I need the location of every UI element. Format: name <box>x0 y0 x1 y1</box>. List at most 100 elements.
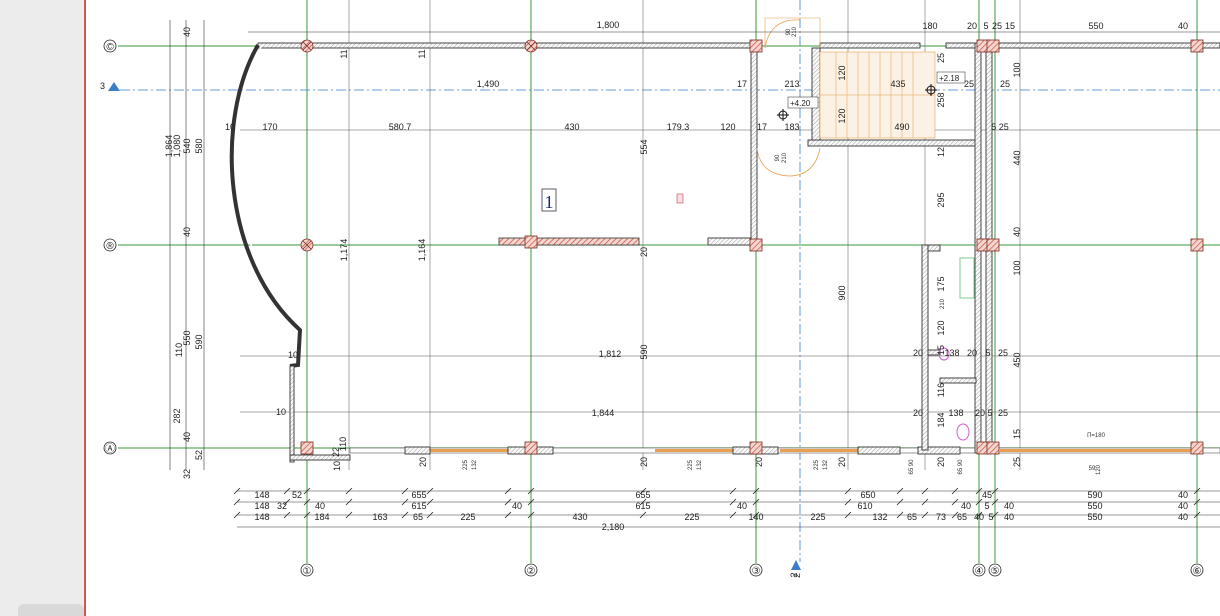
column-c2 <box>524 39 538 53</box>
dim-label: 40 <box>1178 501 1188 511</box>
svg-text:2: 2 <box>792 573 802 578</box>
dim-label: 22 <box>331 447 341 457</box>
dim-tick <box>951 511 959 519</box>
dim-tick <box>426 487 434 495</box>
dim-label: 120 <box>1096 464 1102 475</box>
dim-label: 148 <box>254 490 269 500</box>
dim-label: 5 <box>984 501 989 511</box>
dim-tick <box>504 487 512 495</box>
dim-label: 225 <box>684 512 699 522</box>
svg-text:+4.20: +4.20 <box>790 99 811 108</box>
dim-label: 65 90 <box>909 459 915 475</box>
wall-pier-4 <box>917 446 961 455</box>
dim-label: 540 <box>182 138 192 153</box>
axis-row-b[interactable]: ® <box>103 238 117 252</box>
level-mark-stair[interactable]: +4.20 <box>777 96 819 121</box>
dim-label: 45 <box>982 490 992 500</box>
dim-label: 11 <box>339 49 349 58</box>
dim-tick <box>345 487 353 495</box>
dim-tick <box>1193 511 1201 519</box>
glazing-0 <box>430 449 508 452</box>
dim-label: 225 <box>814 459 820 470</box>
dim-label: 65 <box>907 512 917 522</box>
dim-label: 12 <box>936 147 946 157</box>
dim-label: 132 <box>472 459 478 470</box>
svg-text:3: 3 <box>100 81 105 91</box>
dim-label: 25 <box>936 53 946 63</box>
dim-tick <box>527 511 535 519</box>
dim-tick <box>844 487 852 495</box>
dim-label: 20 <box>639 247 649 257</box>
dim-label: 59 <box>1089 466 1096 472</box>
dim-tick <box>426 498 434 506</box>
dim-tick <box>844 498 852 506</box>
dim-label: 32 <box>277 501 287 511</box>
dim-label: 610 <box>857 501 872 511</box>
dim-label: 1,800 <box>597 20 620 30</box>
axis-col-1[interactable]: ① <box>300 563 314 577</box>
dim-label: 40 <box>182 27 192 37</box>
dim-tick <box>527 498 535 506</box>
dim-label: 430 <box>564 122 579 132</box>
partition-b-right <box>707 237 757 246</box>
axis-row-c[interactable]: © <box>103 39 117 53</box>
dim-label: 10 <box>225 122 235 132</box>
dim-label: 490 <box>894 122 909 132</box>
dim-tick <box>303 487 311 495</box>
axis-row-a[interactable]: Ⓐ <box>103 441 117 455</box>
dim-label: 225 <box>463 459 469 470</box>
dim-tick <box>639 511 647 519</box>
svg-text:④: ④ <box>975 566 984 577</box>
axis-col-5[interactable]: ⑤ <box>988 563 1002 577</box>
level-mark-landing[interactable]: +2.18 <box>925 71 966 96</box>
column-c6 <box>1190 39 1204 53</box>
dim-label: 52 <box>292 490 302 500</box>
axis-col-6[interactable]: ⑥ <box>1190 563 1204 577</box>
dim-tick <box>1193 498 1201 506</box>
section-marker-3[interactable]: 3 <box>100 81 120 91</box>
dim-label: 11 <box>417 49 427 58</box>
dim-label: 450 <box>1012 352 1022 367</box>
curved-wall <box>229 44 303 368</box>
dim-label: 40 <box>974 512 984 522</box>
dim-label: 40 <box>1004 512 1014 522</box>
wall-wc-mid <box>927 349 941 356</box>
wall-core-inner <box>811 47 821 141</box>
dim-label: 40 <box>737 501 747 511</box>
dim-tick <box>896 498 904 506</box>
dim-label: 90 <box>786 28 792 35</box>
dim-label: 10 <box>288 350 298 360</box>
svg-text:③: ③ <box>752 566 761 577</box>
axis-col-3[interactable]: ③ <box>749 563 763 577</box>
section-marker-2[interactable]: 2 <box>791 560 802 578</box>
dim-label: 100 <box>1012 260 1022 275</box>
axis-col-4[interactable]: ④ <box>972 563 986 577</box>
column-a6 <box>1190 441 1204 455</box>
dim-label: 295 <box>936 192 946 207</box>
sheet-border-line <box>84 0 86 616</box>
dim-label: П=180 <box>1087 433 1105 439</box>
dim-tick <box>233 498 241 506</box>
wall-wc-left <box>921 244 929 451</box>
dim-label: 183 <box>784 122 799 132</box>
dim-label: 15 <box>936 345 946 355</box>
dim-label: 184 <box>314 512 329 522</box>
dim-label: 1,080 <box>172 135 182 158</box>
dim-label: 5 <box>988 512 993 522</box>
room-number-tag[interactable]: 1 <box>541 188 557 212</box>
toilet-fixture-1 <box>956 423 970 441</box>
small-room-tag <box>676 193 684 204</box>
sheet-tab[interactable] <box>18 604 84 616</box>
dim-label: 40 <box>315 501 325 511</box>
dim-tick <box>729 511 737 519</box>
dim-label: 20 <box>913 348 923 358</box>
dim-label: 5 <box>987 408 992 418</box>
dim-tick <box>729 487 737 495</box>
drawing-sheet <box>86 0 1220 616</box>
axis-col-2[interactable]: ② <box>524 563 538 577</box>
dim-label: 138 <box>948 408 963 418</box>
dim-tick <box>283 511 291 519</box>
dim-label: 655 <box>411 490 426 500</box>
dim-label: 132 <box>872 512 887 522</box>
dim-label: 116 <box>936 383 946 397</box>
